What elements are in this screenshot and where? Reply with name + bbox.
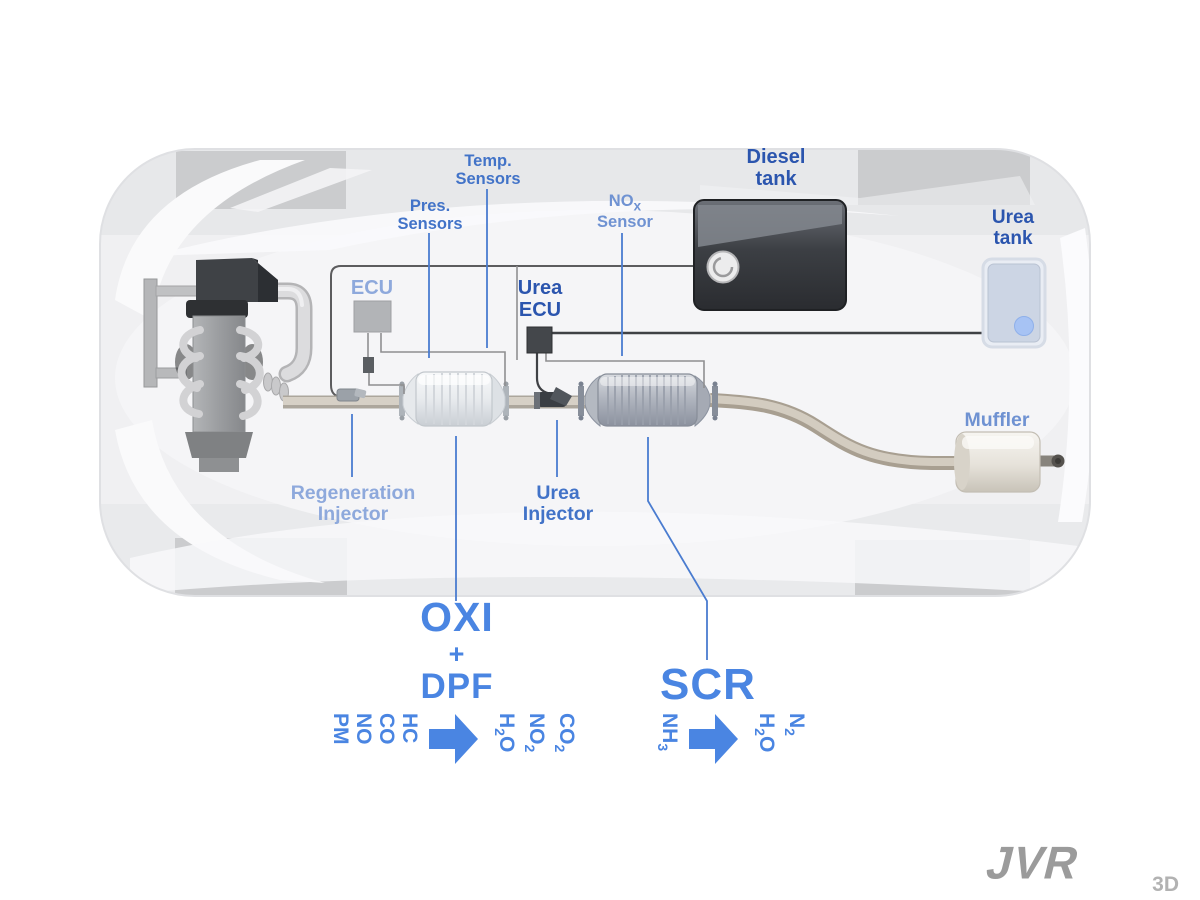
body-highlight-bottom: [130, 511, 1078, 594]
oxi-plus: +: [448, 639, 466, 669]
watermark-sub: 3D: [1152, 873, 1179, 896]
urea-tank-cap: [1014, 316, 1034, 336]
scr-canister: [578, 373, 718, 428]
label-pres-sensors: Pres.Sensors: [397, 197, 463, 234]
diesel-tank: [693, 199, 847, 311]
wiring-connector: [363, 357, 374, 373]
urea-injector-device: [534, 387, 572, 409]
pointer-scr: [647, 437, 708, 660]
dpf-canister: [399, 371, 509, 427]
chem-formula: NH3: [655, 713, 682, 752]
oxi-title: OXI: [420, 594, 494, 640]
diesel-tank-cap: [706, 250, 740, 284]
sensor-wiring: [367, 266, 705, 394]
chem-formula: CO2: [552, 713, 579, 753]
reaction-arrow-icon: [429, 714, 478, 764]
chem-formula: HC: [398, 713, 421, 744]
urea-tank: [981, 257, 1047, 349]
pointer-lines: [351, 189, 708, 660]
chem-formula: H2O: [752, 713, 779, 753]
scr-inputs: NH3: [650, 711, 682, 789]
chem-formula: NO2: [522, 713, 549, 753]
label-muffler: Muffler: [964, 409, 1030, 431]
reaction-arrow-icon: [689, 714, 738, 764]
ecu-box: [353, 300, 392, 333]
scr-title: SCR: [660, 660, 756, 709]
body-highlight-top-left: [115, 160, 305, 320]
exhaust-manifold: [177, 326, 264, 420]
label-ecu: ECU: [350, 277, 394, 299]
engine: [143, 258, 313, 472]
chem-formula: H2O: [492, 713, 519, 753]
regeneration-injector-device: [336, 388, 367, 402]
dpf-title: DPF: [420, 667, 494, 706]
chem-formula: CO: [375, 713, 398, 745]
chem-formula: N2: [782, 713, 809, 736]
label-temp-sensors: Temp.Sensors: [455, 152, 521, 189]
chem-formula: NO: [352, 713, 375, 745]
body-highlight-right: [1058, 228, 1090, 522]
watermark-logo: JVR 3D: [982, 836, 1193, 898]
urea-ecu-box: [526, 326, 553, 354]
windshield-highlight: [150, 200, 900, 256]
chem-formula: PM: [329, 713, 352, 745]
muffler-body: [954, 431, 1041, 493]
intake-plenum: [196, 258, 278, 302]
